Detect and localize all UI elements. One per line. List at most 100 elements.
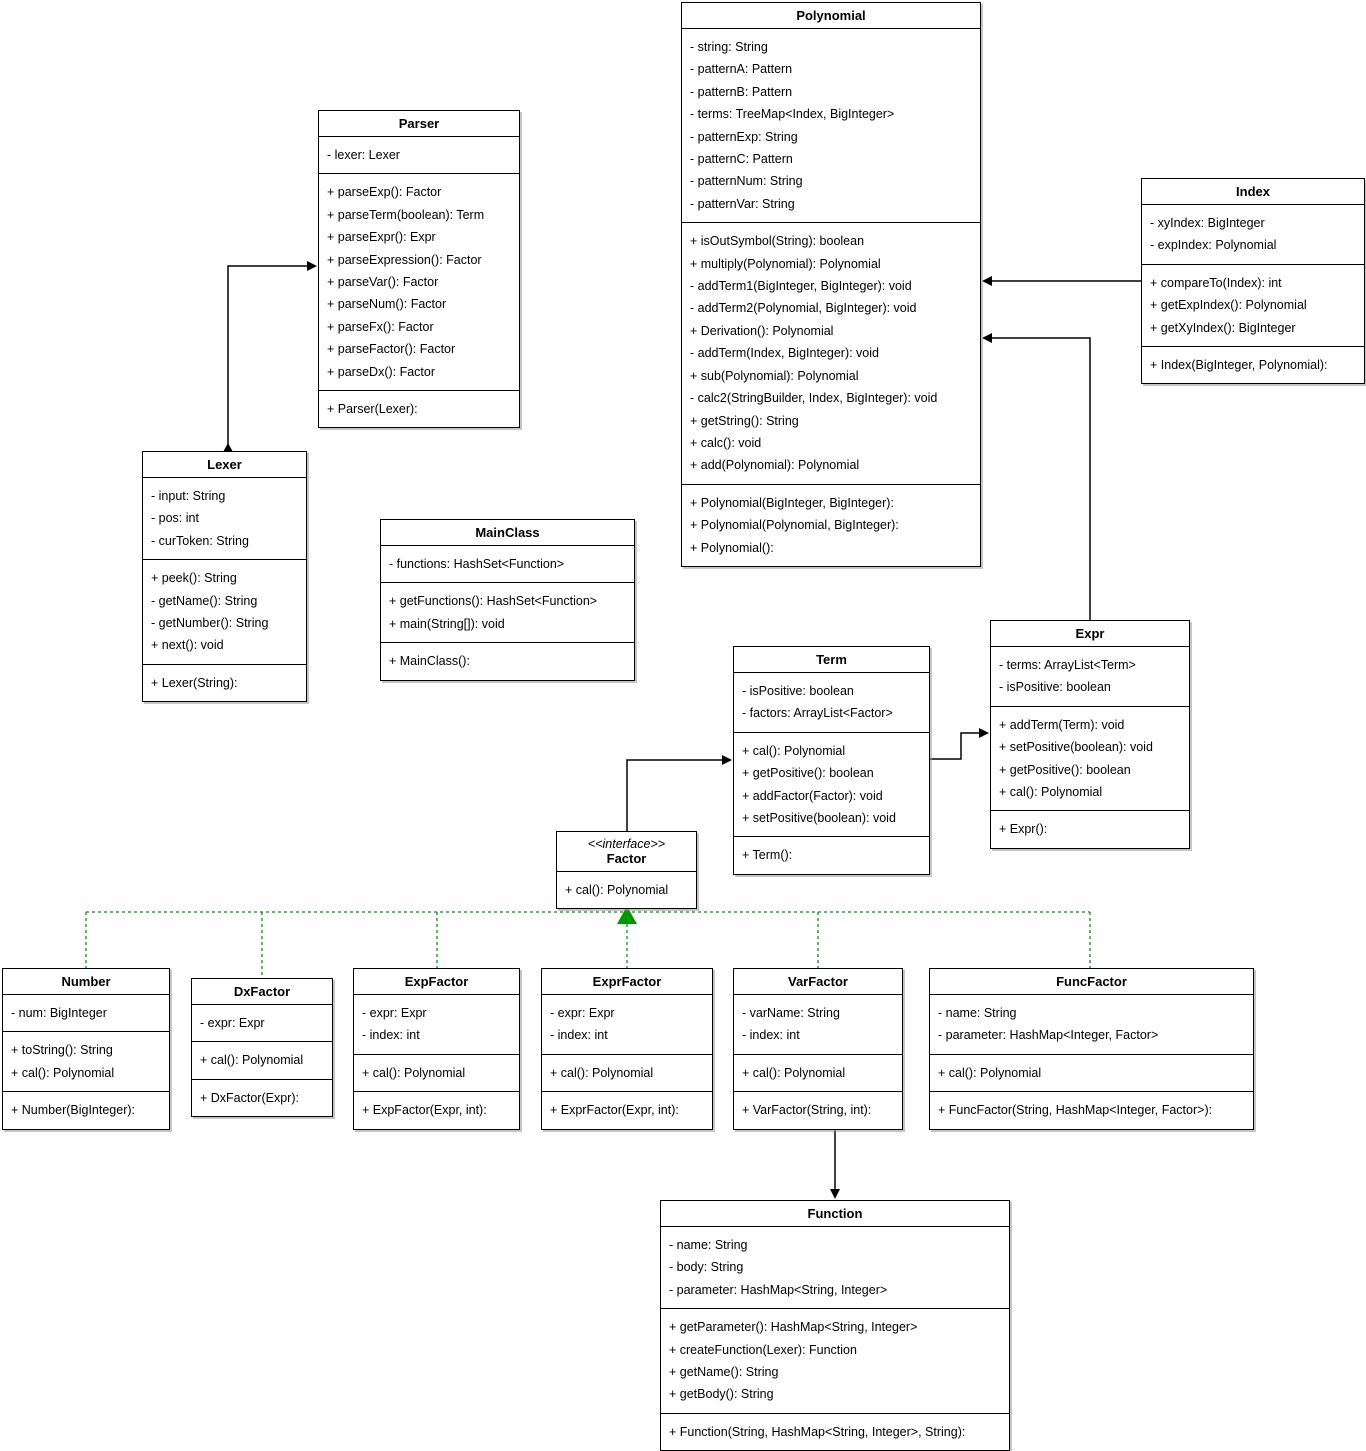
class-name-label: Function xyxy=(807,1206,863,1221)
member-row: + VarFactor(String, int): xyxy=(742,1103,872,1118)
member-row: + parseExp(): Factor xyxy=(327,185,442,200)
class-box-term[interactable]: Term- isPositive: boolean- factors: Arra… xyxy=(733,646,930,875)
member-row: + cal(): Polynomial xyxy=(200,1053,304,1068)
stereotype-label: <<interface>> xyxy=(587,837,666,851)
member-row: + getString(): String xyxy=(690,413,799,428)
class-section: + Polynomial(BigInteger, BigInteger): + P… xyxy=(682,483,980,566)
member-row: + compareTo(Index): int xyxy=(1150,275,1282,290)
class-box-funcfactor[interactable]: FuncFactor- name: String- parameter: Has… xyxy=(929,968,1254,1130)
member-row: + Index(BigInteger, Polynomial): xyxy=(1150,358,1328,373)
class-section: + cal(): Polynomial xyxy=(354,1053,519,1091)
member-row: - getNumber(): String xyxy=(151,616,269,631)
class-section: - string: String - patternA: Pattern - pat… xyxy=(682,28,980,222)
member-row: + Polynomial(Polynomial, BigInteger): xyxy=(690,518,899,533)
member-row: + parseFactor(): Factor xyxy=(327,342,456,357)
member-row: - patternA: Pattern xyxy=(690,62,793,77)
class-box-exprfactor[interactable]: ExprFactor- expr: Expr- index: int+ cal(… xyxy=(541,968,713,1130)
class-section: - num: BigInteger xyxy=(3,994,169,1031)
class-box-parser[interactable]: Parser- lexer: Lexer+ parseExp(): Factor… xyxy=(318,110,520,429)
class-box-expfactor[interactable]: ExpFactor- expr: Expr- index: int+ cal()… xyxy=(353,968,520,1130)
arrowhead-right-icon xyxy=(307,261,317,271)
class-name-label: MainClass xyxy=(475,525,540,540)
member-row: - calc2(StringBuilder, Index, BigInteger… xyxy=(690,391,938,406)
class-box-factor[interactable]: <<interface>>Factor+ cal(): Polynomial xyxy=(556,831,697,910)
class-section: + cal(): Polynomial xyxy=(930,1053,1253,1091)
class-section: - varName: String- index: int xyxy=(734,994,902,1054)
class-box-function[interactable]: Function- name: String- body: String- pa… xyxy=(660,1200,1010,1451)
member-row: + sub(Polynomial): Polynomial xyxy=(690,368,859,383)
class-section: + cal(): Polynomial xyxy=(734,1053,902,1091)
class-section: - functions: HashSet<Function> xyxy=(381,545,634,582)
member-row: - parameter: HashMap<Integer, Factor> xyxy=(938,1028,1159,1043)
connector-index-to-polynomial[interactable] xyxy=(982,276,1141,286)
arrowhead-left-icon xyxy=(982,276,992,286)
member-row: - string: String xyxy=(690,40,768,54)
class-title: MainClass xyxy=(381,520,634,545)
class-title: Number xyxy=(3,969,169,994)
member-row: + Expr(): xyxy=(999,822,1048,837)
class-section: + Parser(Lexer): xyxy=(319,390,519,427)
member-row: + Polynomial(BigInteger, BigInteger): xyxy=(690,495,894,510)
class-section: - lexer: Lexer xyxy=(319,136,519,173)
class-title: Expr xyxy=(991,621,1189,646)
class-section: + toString(): String+ cal(): Polynomial xyxy=(3,1031,169,1091)
class-section: + getParameter(): HashMap<String, Intege… xyxy=(661,1308,1009,1413)
member-row: - patternNum: String xyxy=(690,174,803,189)
class-title: Polynomial xyxy=(682,3,980,28)
connector-expr-to-polynomial[interactable] xyxy=(982,333,1091,620)
member-row: + MainClass(): xyxy=(389,654,470,669)
class-box-polynomial[interactable]: Polynomial - string: String - patternA: Pa… xyxy=(681,2,981,567)
member-row: + isOutSymbol(String): boolean xyxy=(690,234,865,249)
member-row: - expr: Expr xyxy=(550,1006,615,1020)
member-row: - expr: Expr xyxy=(362,1006,427,1020)
class-box-mainclass[interactable]: MainClass - functions: HashSet<Function> +… xyxy=(380,519,635,681)
member-row: - factors: ArrayList<Factor> xyxy=(742,706,893,721)
arrowhead-left-icon xyxy=(982,333,992,343)
class-box-expr[interactable]: Expr - terms: ArrayList<Term>- isPositive… xyxy=(990,620,1190,849)
connector-realization-bus[interactable] xyxy=(86,906,1090,924)
class-section: + parseExp(): Factor+ parseTerm(boolean)… xyxy=(319,173,519,390)
connector-term-to-expr[interactable] xyxy=(930,728,989,760)
class-box-dxfactor[interactable]: DxFactor- expr: Expr+ cal(): Polynomial+… xyxy=(191,978,333,1118)
member-row: + cal(): Polynomial xyxy=(362,1065,466,1080)
class-section: - isPositive: boolean - factors: ArrayLis… xyxy=(734,672,929,732)
class-box-lexer[interactable]: Lexer- input: String- pos: int- curToken… xyxy=(142,451,307,703)
class-name-label: DxFactor xyxy=(233,984,291,999)
class-section: - terms: ArrayList<Term>- isPositive: bo… xyxy=(991,646,1189,706)
class-box-number[interactable]: Number- num: BigInteger+ toString(): Str… xyxy=(2,968,170,1130)
member-row: + Number(BigInteger): xyxy=(11,1103,136,1118)
class-title: FuncFactor xyxy=(930,969,1253,994)
member-row: + Polynomial(): xyxy=(690,540,774,555)
class-section: + ExprFactor(Expr, int): xyxy=(542,1091,712,1128)
class-name-label: FuncFactor xyxy=(1056,974,1127,989)
class-name-label: ExprFactor xyxy=(592,974,662,989)
member-row: + getPositive(): boolean xyxy=(999,762,1131,777)
connector-funcfactor-to-function[interactable] xyxy=(830,1126,840,1199)
class-section: + cal(): Polynomial xyxy=(542,1053,712,1091)
class-section: + cal(): Polynomial+ getPositive(): bool… xyxy=(734,731,929,837)
member-row: - index: int xyxy=(362,1028,420,1043)
connector-factor-to-term[interactable] xyxy=(626,755,732,831)
member-row: + FuncFactor(String, HashMap<Integer, Fa… xyxy=(938,1103,1213,1118)
class-name-label: Expr xyxy=(1075,626,1105,641)
member-row: + getName(): String xyxy=(669,1365,779,1380)
class-title: VarFactor xyxy=(734,969,902,994)
member-row: + addFactor(Factor): void xyxy=(742,788,883,803)
member-row: - isPositive: boolean xyxy=(742,684,854,698)
connector-lexer-to-parser[interactable] xyxy=(223,261,317,452)
class-name-label: Polynomial xyxy=(796,8,866,23)
class-title: ExprFactor xyxy=(542,969,712,994)
member-row: + next(): void xyxy=(151,638,224,653)
class-box-varfactor[interactable]: VarFactor- varName: String- index: int+ … xyxy=(733,968,903,1130)
member-row: + setPositive(boolean): void xyxy=(999,740,1153,755)
class-section: + VarFactor(String, int): xyxy=(734,1091,902,1128)
member-row: - getName(): String xyxy=(151,593,258,608)
member-row: - expr: Expr xyxy=(200,1016,265,1030)
member-row: + parseNum(): Factor xyxy=(327,297,447,312)
arrowhead-right-icon xyxy=(979,728,989,738)
member-row: + peek(): String xyxy=(151,571,237,586)
member-row: + getParameter(): HashMap<String, Intege… xyxy=(669,1320,918,1335)
class-box-index[interactable]: Index- xyIndex: BigInteger- expIndex: Po… xyxy=(1141,178,1365,385)
member-row: + getExpIndex(): Polynomial xyxy=(1150,298,1307,313)
member-row: - addTerm1(BigInteger, BigInteger): void xyxy=(690,279,912,294)
